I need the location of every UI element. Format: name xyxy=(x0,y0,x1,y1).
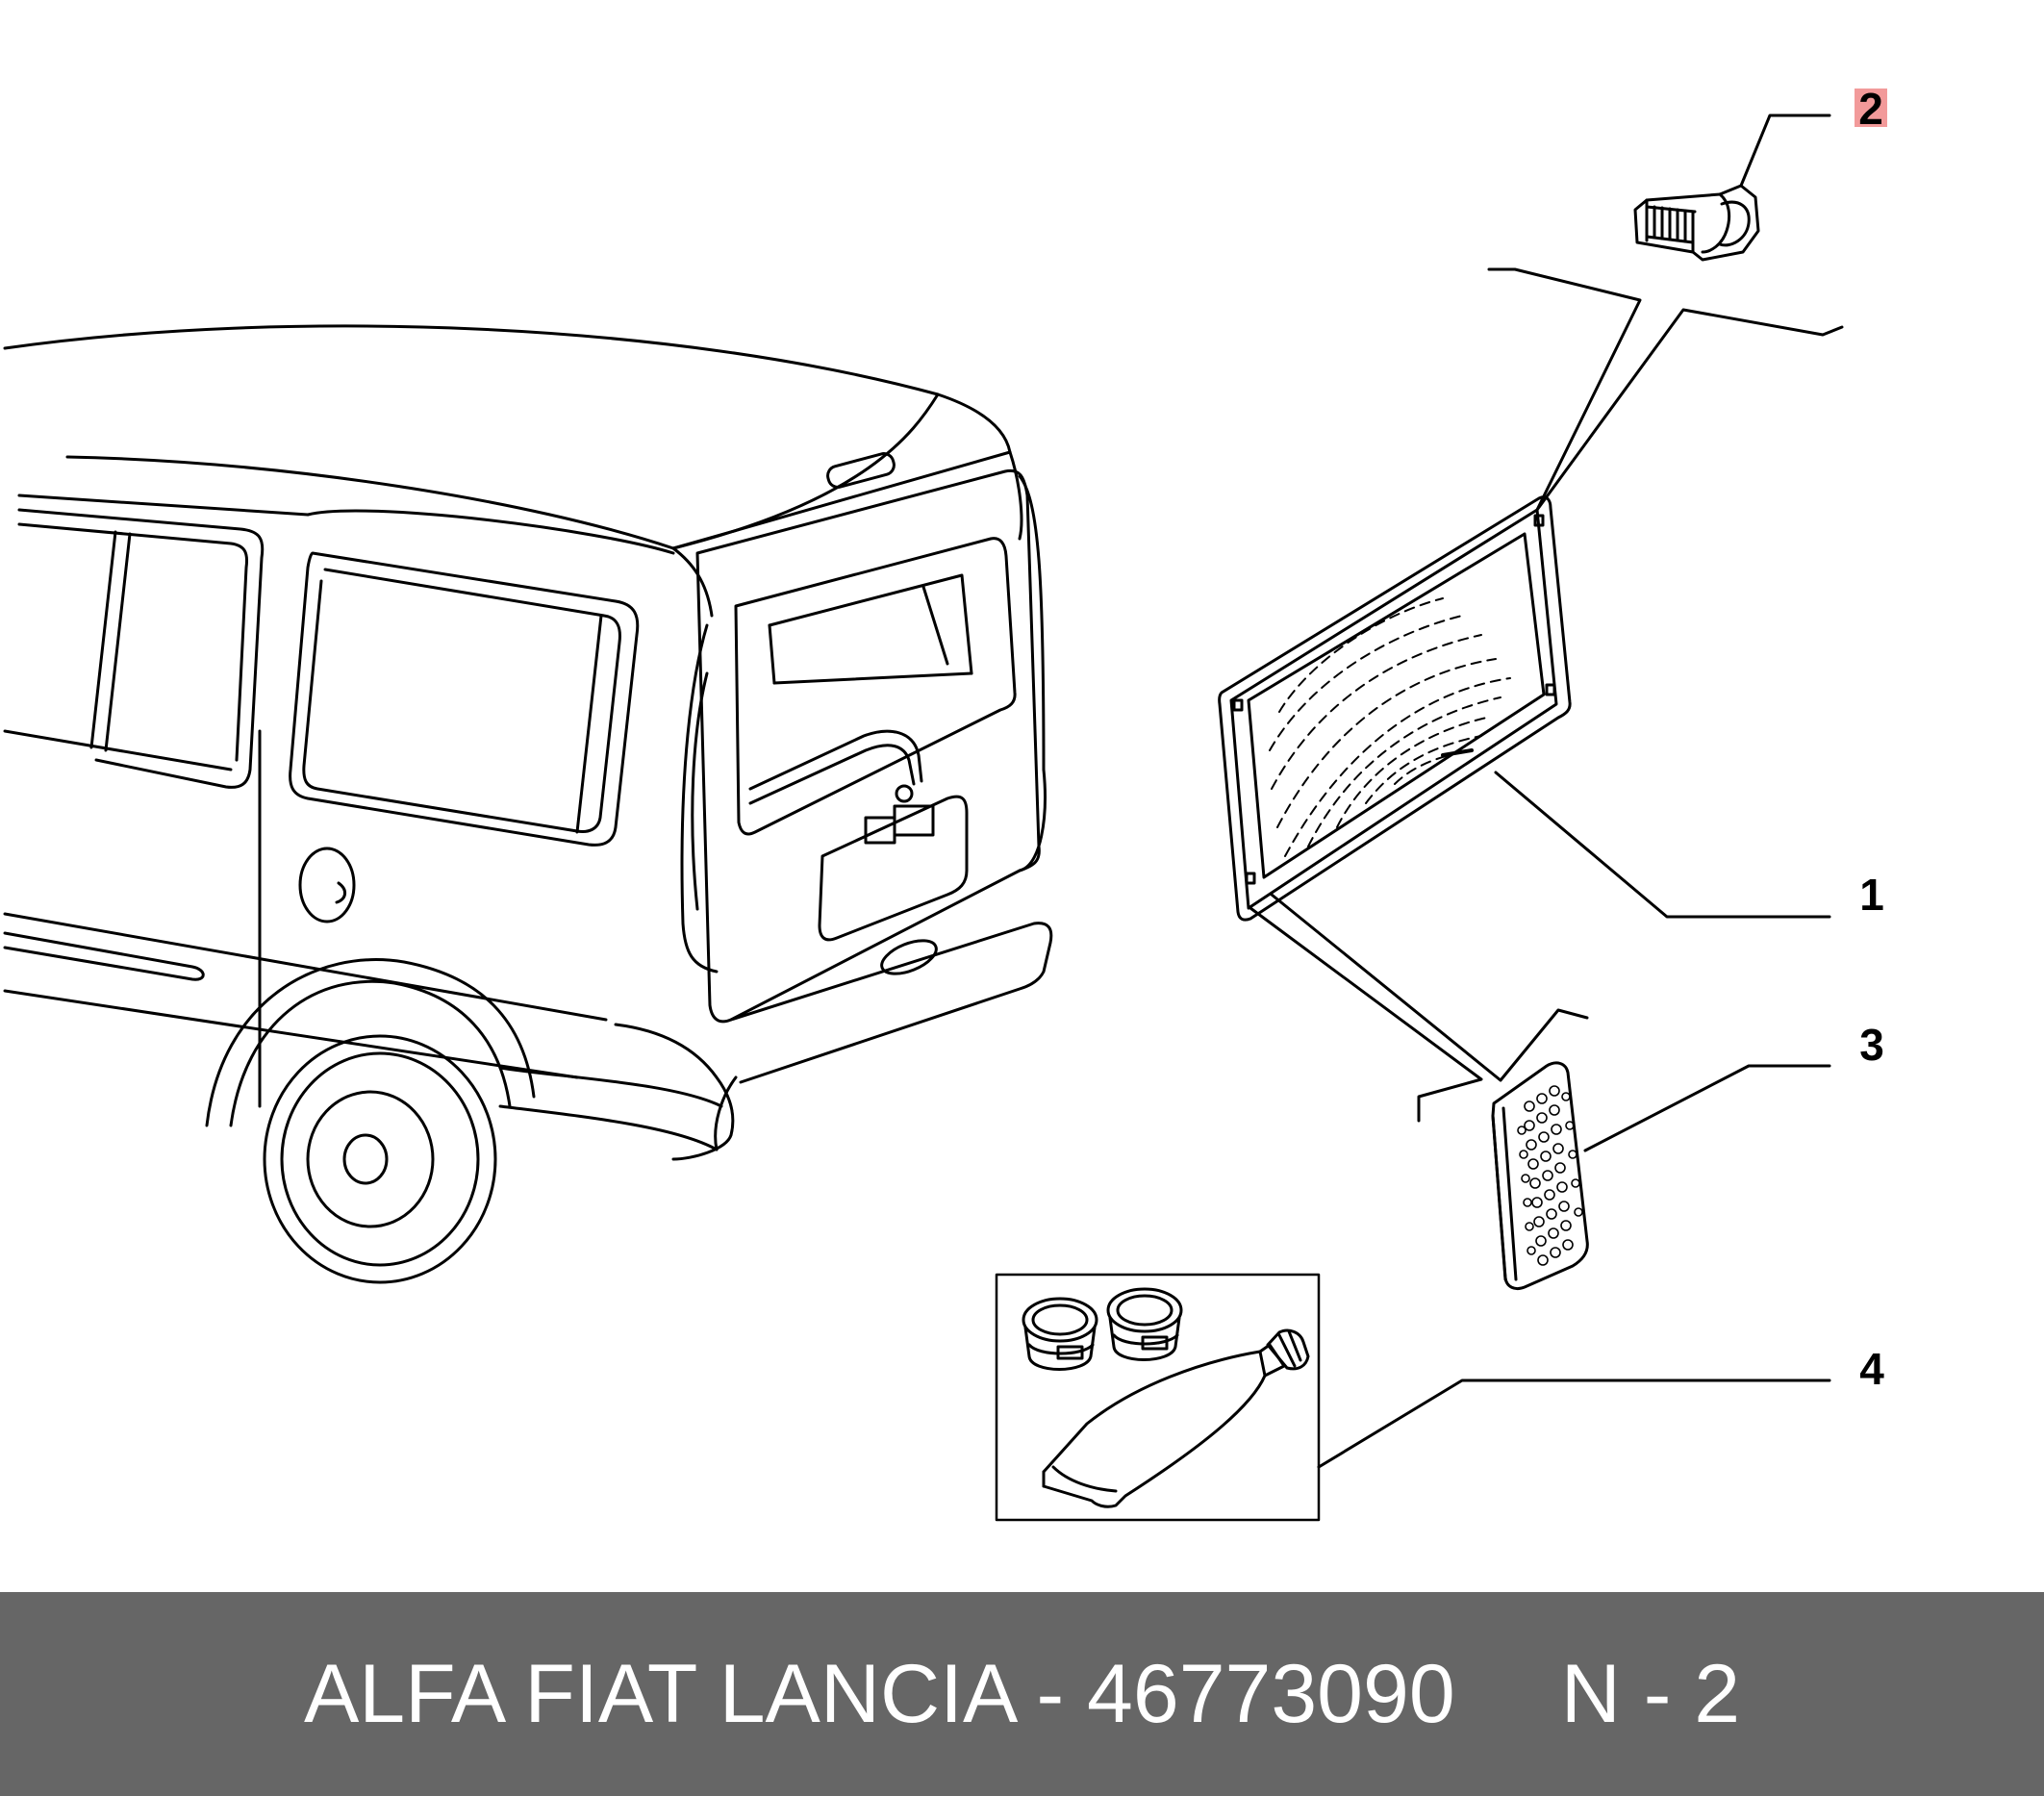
callout-2-highlight xyxy=(1855,89,1887,127)
callout-1: 1 xyxy=(1859,870,1884,920)
leader-line-glass-seal-a xyxy=(1249,906,1483,1123)
leader-line-2 xyxy=(1739,114,1831,188)
footer-bar: ALFA FIAT LANCIA - 46773090 N - 2 xyxy=(0,1592,2044,1796)
callout-4: 4 xyxy=(1859,1344,1884,1394)
leader-line-3 xyxy=(1583,1064,1831,1152)
part-1-rear-glass xyxy=(1218,495,1572,922)
parts-diagram: 2 1 3 4 xyxy=(3,84,1887,1522)
leader-line-4 xyxy=(1317,1379,1831,1469)
footer-reference: N - 2 xyxy=(1560,1647,1741,1740)
callout-3: 3 xyxy=(1859,1020,1884,1070)
leader-line-clip-glass-a xyxy=(1487,267,1642,512)
van-illustration xyxy=(3,324,1053,1284)
footer-brand-part: ALFA FIAT LANCIA - 46773090 xyxy=(303,1647,1455,1740)
part-2-clip xyxy=(1633,184,1760,262)
leader-line-1 xyxy=(1494,771,1831,919)
callout-2: 2 xyxy=(1858,84,1883,134)
part-3-seal-pad xyxy=(1491,1061,1589,1291)
leader-line-glass-seal-b xyxy=(1270,893,1589,1082)
leader-line-clip-glass-b xyxy=(1535,308,1844,512)
part-4-adhesive-kit xyxy=(995,1273,1321,1522)
